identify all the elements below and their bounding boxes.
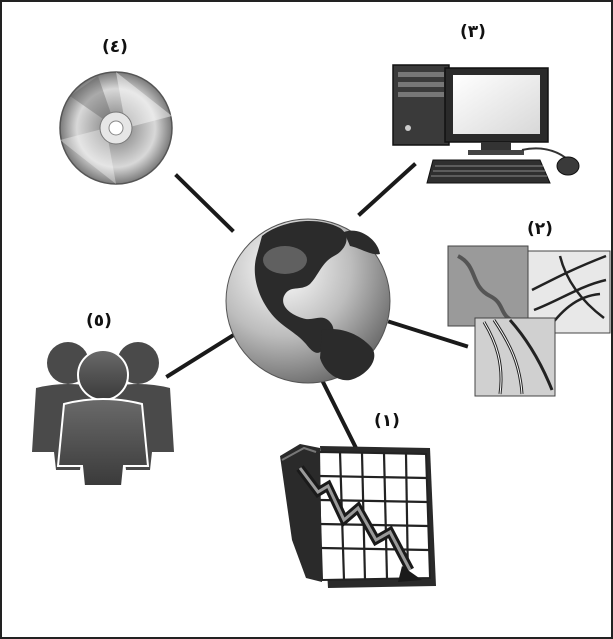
- label-map: (٢): [527, 219, 553, 239]
- line-to-disc: [174, 173, 235, 233]
- declining-chart-icon: [280, 444, 436, 588]
- line-to-chart: [320, 379, 358, 449]
- people-group-icon: [32, 342, 174, 487]
- map-icon: [447, 245, 611, 397]
- line-to-map: [387, 319, 469, 349]
- line-to-computer: [357, 162, 417, 217]
- label-chart: (١): [374, 411, 400, 431]
- label-disc: (٤): [102, 37, 128, 57]
- desktop-computer-icon: [392, 64, 580, 184]
- label-computer: (٣): [460, 22, 486, 42]
- line-to-people: [165, 333, 235, 379]
- connector-lines: [165, 162, 469, 449]
- globe-icon: [225, 218, 391, 384]
- cd-disc-icon: [59, 71, 173, 185]
- label-people: (٥): [86, 311, 112, 331]
